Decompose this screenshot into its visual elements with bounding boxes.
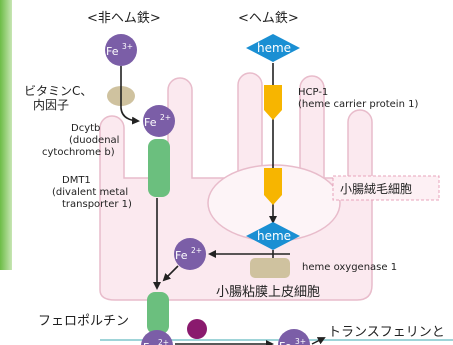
fe2-exit-charge: 2+ (158, 338, 169, 345)
dcytb-label-line2: (duodenal (69, 135, 119, 146)
dmt1-label-line3: transporter 1) (62, 199, 132, 210)
dmt1-label-line1: DMT1 (62, 175, 91, 186)
ferroportin-transporter (147, 292, 169, 334)
side-accent-bar (0, 0, 12, 270)
heme-bottom-molecule: heme (246, 222, 300, 250)
heme-top-molecule: heme (246, 34, 300, 62)
microvillus-cell-label: 小腸絨毛細胞 (340, 182, 412, 196)
hcp1-label-line1: HCP-1 (298, 87, 328, 98)
fe2-reduced-circle (143, 105, 175, 137)
heme-oxygenase-enzyme (250, 258, 290, 278)
microvillus-label-box (332, 175, 440, 201)
dcytb-label-line1: Dcytb (71, 123, 100, 134)
heading-heme-iron: <ヘム鉄> (238, 11, 299, 26)
fe2-exit-symbol: Fe (143, 341, 156, 345)
fe2-reduced-symbol: Fe (144, 116, 157, 129)
vitamin-c-label-line1: ビタミンC、 (24, 84, 92, 98)
arrow-to-transferrin (311, 337, 326, 345)
arrow-fe2-to-pathway (162, 265, 179, 282)
vitamin-c-label-line2: 内因子 (33, 98, 69, 112)
arrow-fe3-to-fe2 (120, 66, 140, 125)
fe3-top-symbol: Fe (106, 45, 119, 58)
dcytb-label-line3: cytochrome b) (42, 147, 115, 158)
fe2-from-heme-symbol: Fe (175, 249, 188, 262)
fe2-exit-circle (141, 330, 173, 345)
hcp1-label-line2: (heme carrier protein 1) (298, 99, 418, 110)
hephaestin-enzyme (187, 319, 207, 339)
fe2-reduced-ion: Fe 2+ (143, 105, 175, 137)
fe3-top-charge: 3+ (122, 42, 133, 51)
heme-oxygenase-label: heme oxygenase 1 (302, 262, 397, 273)
fe2-from-heme-charge: 2+ (191, 246, 202, 255)
fe3-top-circle (105, 34, 137, 66)
fe3-transferrin-circle (278, 329, 310, 345)
fe3-transferrin-symbol: Fe (279, 340, 292, 345)
heme-top-diamond (246, 34, 300, 62)
fe2-exit-ion: Fe 2+ (141, 330, 173, 345)
heading-non-heme-iron: <非ヘム鉄> (87, 11, 161, 26)
fe3-transferrin-charge: 3+ (295, 337, 306, 345)
fe3-top-ion: Fe 3+ (105, 34, 137, 66)
ferroportin-label: フェロポルチン (38, 314, 129, 329)
hcp1-transporter-upper (264, 85, 282, 120)
fe2-from-heme-ion: Fe 2+ (174, 238, 206, 270)
hcp1-transporter-lower (264, 168, 282, 205)
heme-bottom-label: heme (257, 229, 291, 243)
fe3-transferrin-ion: Fe 3+ (278, 329, 310, 345)
dmt1-transporter (148, 139, 170, 197)
transferrin-label: トランスフェリンと (328, 325, 445, 340)
heme-bottom-diamond (246, 222, 300, 250)
epithelial-cell-label: 小腸粘膜上皮細胞 (216, 285, 320, 300)
fe2-from-heme-circle (174, 238, 206, 270)
dmt1-label-line2: (divalent metal (52, 187, 128, 198)
fe2-reduced-charge: 2+ (160, 113, 171, 122)
heme-top-label: heme (257, 41, 291, 55)
